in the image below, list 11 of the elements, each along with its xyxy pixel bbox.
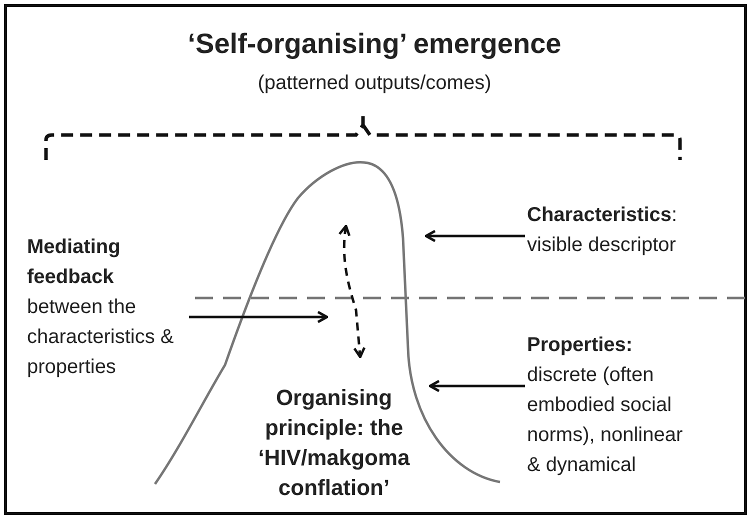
node-heading: Characteristics: [527,203,678,228]
arrow [189,310,328,324]
node-text: between the characteristics & properties [27,295,175,380]
arrow [424,230,525,242]
arrow [428,380,525,392]
title: ‘Self-organising’ emergence [186,28,562,60]
subtitle: (patterned outputs/comes) [256,72,492,95]
node-text: visible descriptor [527,233,677,258]
node-heading: Organising principle: the ‘HIV/makgoma conflation’ [257,384,411,502]
node-heading: Properties: [527,333,634,358]
node-text: discrete (often embodied social norms), nonlinear & dynamical [527,363,684,478]
